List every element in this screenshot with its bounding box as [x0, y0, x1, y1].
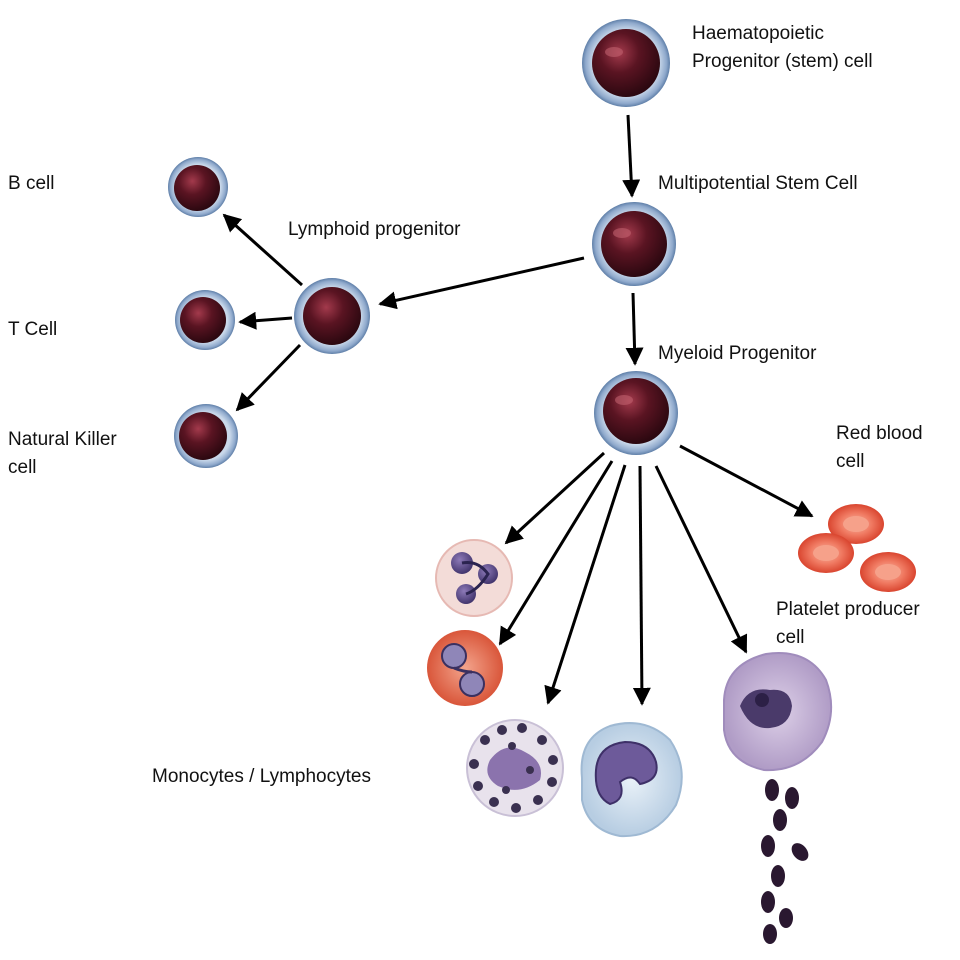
arrow-myeloid-to-eosinophil [498, 460, 614, 646]
natural-killer-cell [174, 404, 238, 468]
myeloid-progenitor-cell [594, 371, 678, 455]
arrow-lymphoid-to-nk-cell [235, 343, 302, 412]
platelet-producer-cell [723, 652, 833, 772]
label-haematopoietic-progenitor: Haematopoietic Progenitor (stem) cell [692, 23, 873, 72]
eosinophil-cell [427, 630, 503, 706]
arrow-myeloid-to-monocyte [632, 465, 651, 706]
platelets [761, 779, 809, 944]
label-t-cell: T Cell [8, 319, 58, 340]
multipotential-stem-cell [592, 202, 676, 286]
arrow-multipotential-to-myeloid [625, 292, 644, 366]
lymphoid-progenitor-cell [294, 278, 370, 354]
arrow-lymphoid-to-b-cell [222, 213, 304, 287]
neutrophil-cell [435, 539, 513, 617]
b-cell [168, 157, 228, 217]
label-b-cell: B cell [8, 173, 55, 194]
arrow-myeloid-to-red-blood-cell [679, 444, 814, 518]
arrow-myeloid-to-platelet-producer [654, 465, 748, 654]
arrow-myeloid-to-basophil [544, 464, 627, 705]
monocyte-cell [580, 722, 683, 838]
arrow-myeloid-to-neutrophil [504, 451, 606, 545]
arrows [222, 114, 814, 706]
arrow-hsc-to-multipotential [622, 114, 641, 198]
label-multipotential-stem-cell: Multipotential Stem Cell [658, 173, 858, 194]
label-monocytes-lymphocytes: Monocytes / Lymphocytes [152, 766, 371, 787]
label-myeloid-progenitor: Myeloid Progenitor [658, 343, 817, 364]
t-cell [175, 290, 235, 350]
label-natural-killer-cell: Natural Killer cell [8, 429, 117, 478]
arrow-multipotential-to-lymphoid [378, 256, 585, 310]
label-red-blood-cell: Red blood cell [836, 423, 923, 472]
red-blood-cells [798, 504, 916, 592]
label-lymphoid-progenitor: Lymphoid progenitor [288, 219, 461, 240]
arrow-lymphoid-to-t-cell [238, 311, 293, 330]
label-platelet-producer-cell: Platelet producer cell [776, 599, 920, 648]
haematopoietic-progenitor-cell [582, 19, 670, 107]
basophil-cell [466, 719, 564, 817]
